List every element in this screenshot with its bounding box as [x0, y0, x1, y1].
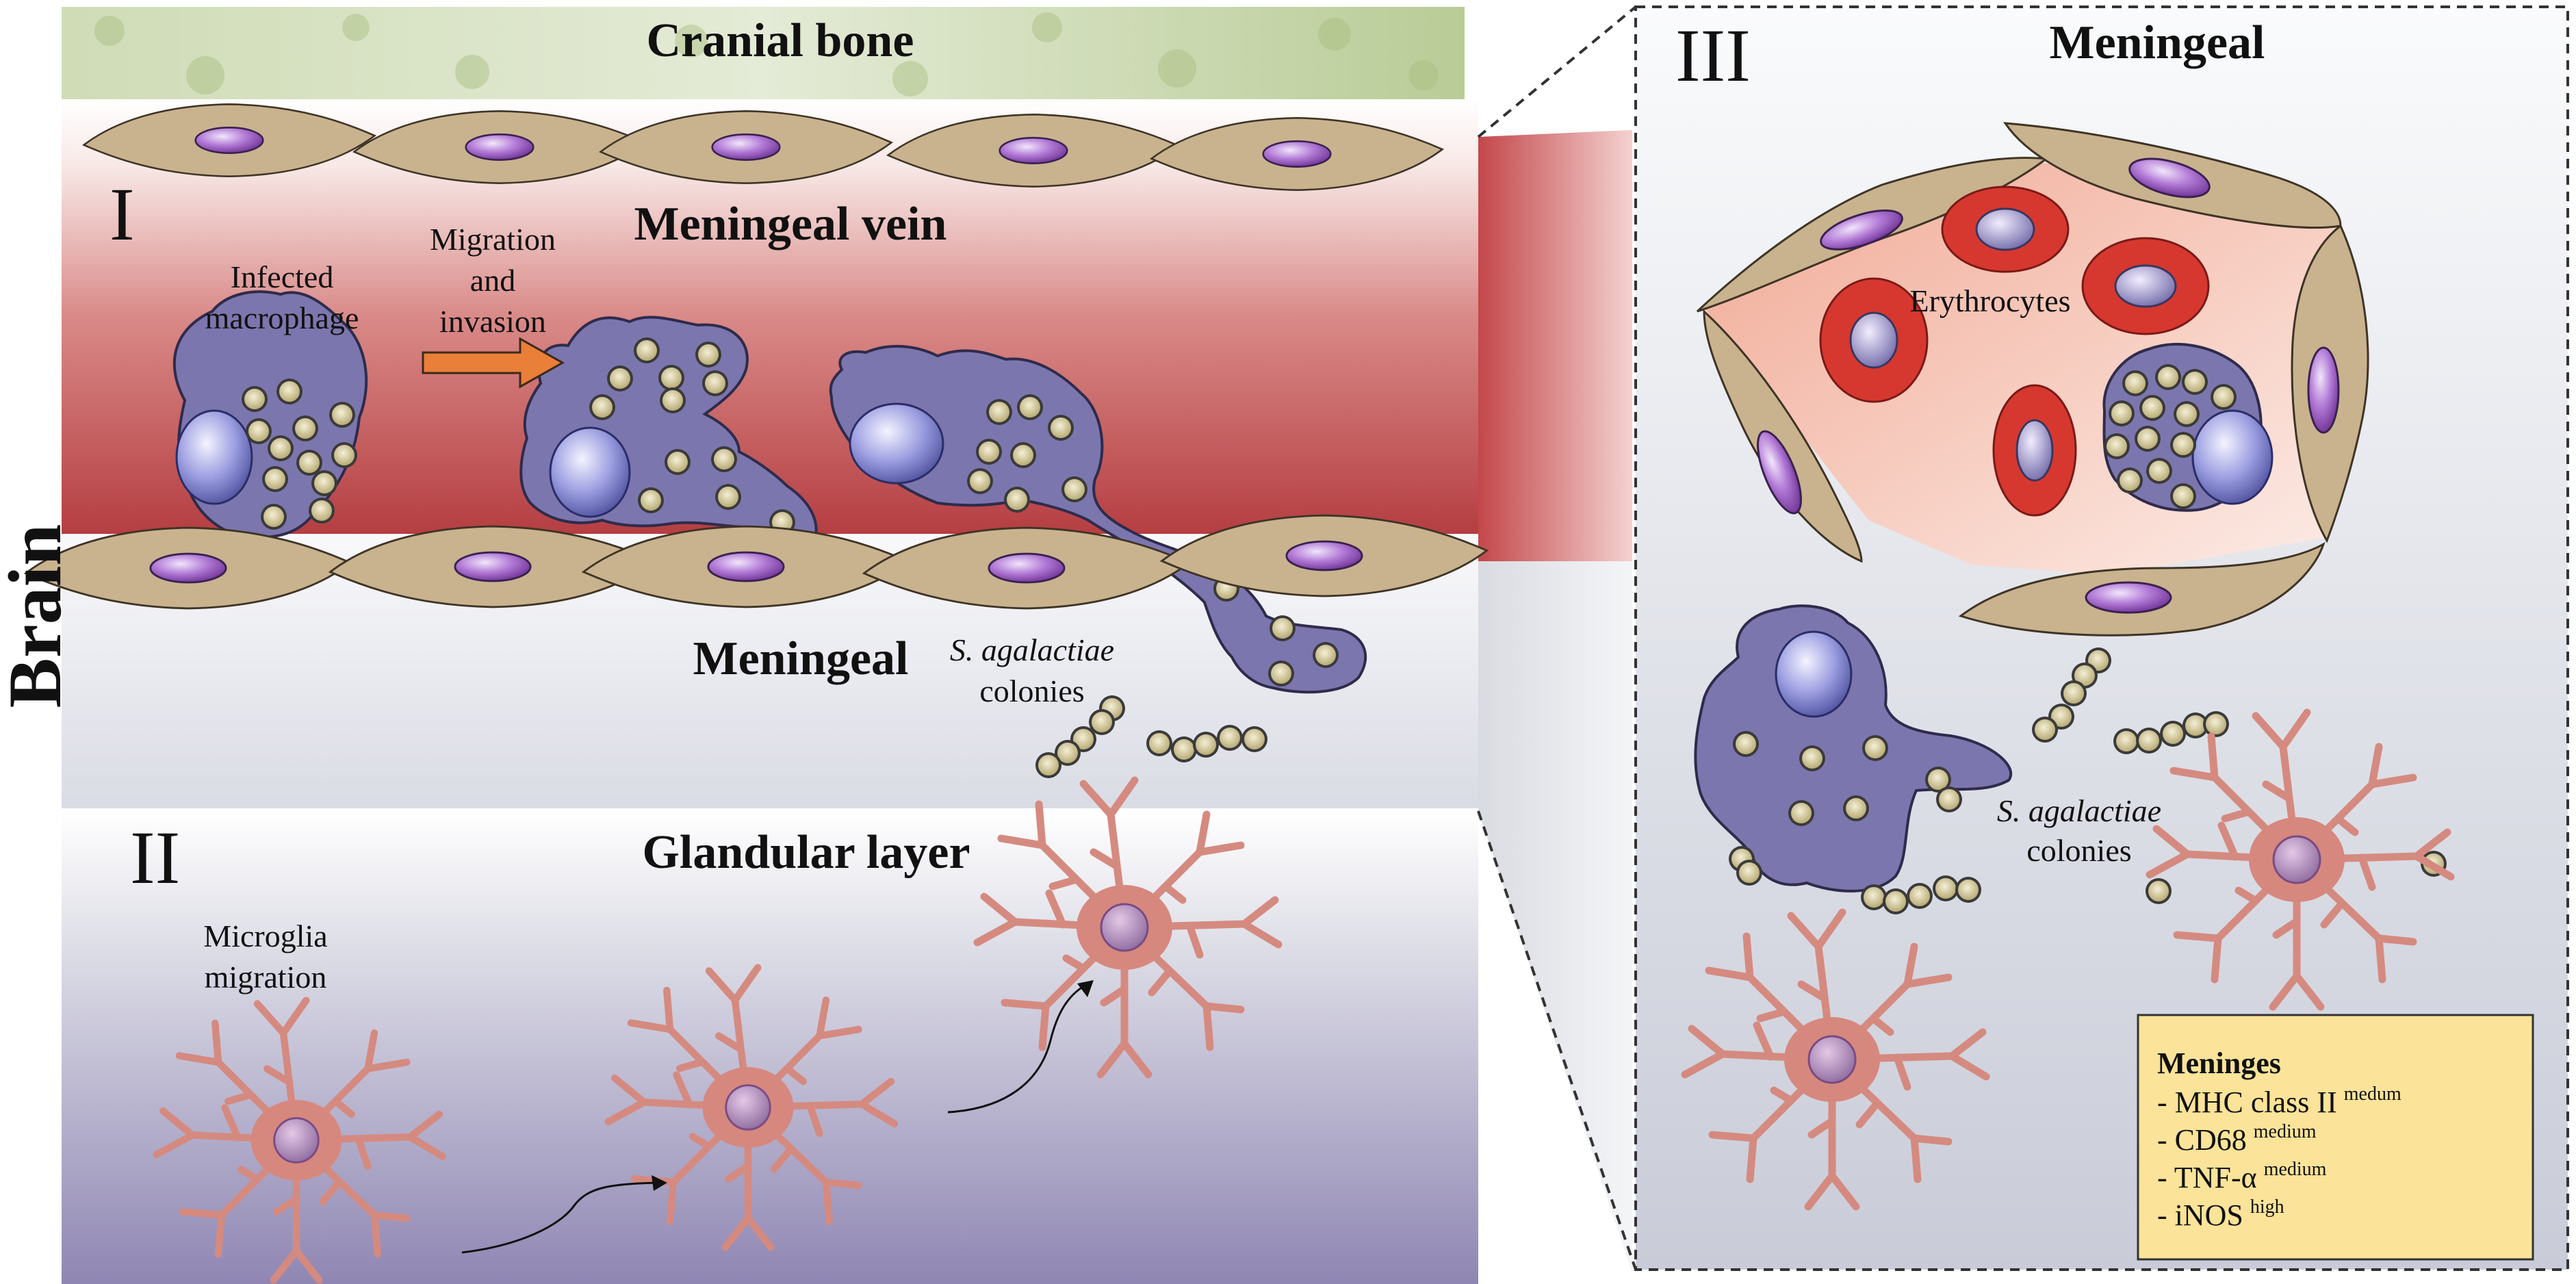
- right-colonies-label-2: colonies: [2026, 833, 2131, 868]
- legend-title: Meninges: [2157, 1047, 2281, 1080]
- microglia-path-arrow-1: [461, 1181, 658, 1254]
- infected-macrophage-label-2: macrophage: [205, 300, 359, 335]
- glandular-layer-title: Glandular layer: [642, 826, 970, 879]
- infected-macrophage: [172, 290, 368, 539]
- cranial-bone-label: Cranial bone: [647, 14, 914, 67]
- colonies-label-2: colonies: [979, 673, 1084, 708]
- meningeal-vessel: [1696, 122, 2369, 637]
- erythrocytes-label: Erythrocytes: [1909, 283, 2070, 318]
- zoom-guide-top: [1477, 5, 1637, 138]
- microglia-label-2: migration: [205, 960, 327, 994]
- meningeal-label: Meningeal: [693, 632, 909, 685]
- section-I-numeral: I: [110, 172, 135, 256]
- migration-label-2: and: [470, 263, 515, 298]
- meninges-legend-box: [2137, 1014, 2534, 1261]
- extravasated-macrophage: [1694, 604, 2013, 893]
- section-III-numeral: III: [1675, 14, 1751, 97]
- invading-macrophage: [829, 345, 1367, 694]
- right-colonies-label-1: S. agalactiae: [1997, 793, 2161, 828]
- microglia-path-arrow-2: [947, 984, 1085, 1114]
- panel-III-title: Meningeal: [2050, 16, 2265, 69]
- migration-label-1: Migration: [430, 222, 556, 257]
- meningeal-vein-title: Meningeal vein: [634, 198, 947, 251]
- colonies-label-1: S. agalactiae: [950, 632, 1114, 667]
- microglia-label-1: Microglia: [203, 919, 327, 953]
- infected-macrophage-label-1: Infected: [231, 259, 334, 294]
- migration-arrow: [422, 337, 565, 389]
- section-II-numeral: II: [130, 816, 180, 899]
- cranial-bone-band: [62, 7, 1465, 99]
- migrating-macrophage: [519, 316, 818, 543]
- bone-texture: [94, 12, 1439, 97]
- brain-label: Brain: [0, 524, 77, 708]
- zoom-wedge-upper: [1478, 130, 1632, 561]
- migration-label-3: invasion: [439, 304, 546, 339]
- zoom-wedge-lower: [1478, 561, 1632, 1273]
